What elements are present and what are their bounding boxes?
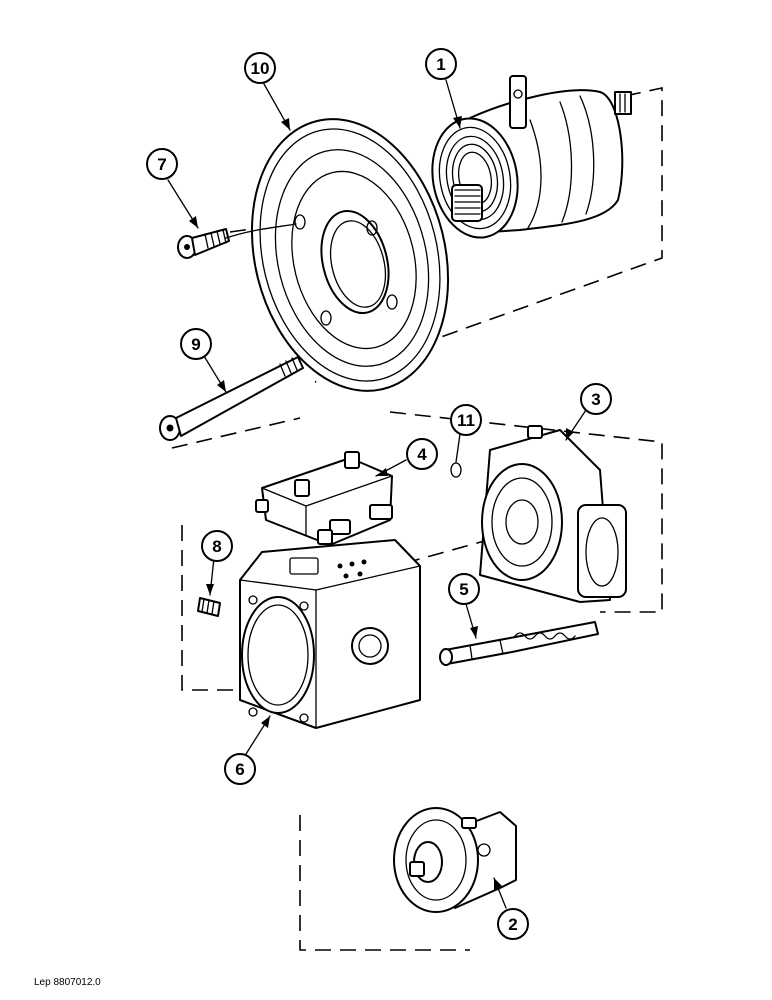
arrow-heads [189, 116, 574, 890]
callout-6: 6 [224, 753, 256, 785]
part-1-motor [431, 75, 632, 239]
part-2-pump [393, 807, 517, 913]
part-11-o-ring [450, 462, 462, 478]
callout-label: 10 [251, 59, 270, 78]
callout-label: 9 [191, 335, 200, 354]
callout-label: 8 [212, 537, 221, 556]
part-7-cap-screw [177, 228, 230, 259]
drawing-reference: Lep 8807012.0 [34, 977, 101, 988]
part-5-spool [439, 621, 599, 666]
part-3-housing [479, 425, 627, 603]
callout-11: 11 [450, 404, 482, 436]
callout-label: 3 [591, 390, 600, 409]
part-9-long-bolt [159, 356, 304, 441]
callout-8: 8 [201, 530, 233, 562]
callout-label: 7 [157, 155, 166, 174]
callout-label: 2 [508, 915, 517, 934]
part-8-set-screw [197, 597, 221, 617]
callout-5: 5 [448, 573, 480, 605]
callout-2: 2 [497, 908, 529, 940]
callout-1: 1 [425, 48, 457, 80]
callout-label: 6 [235, 760, 244, 779]
part-4-valve-block [255, 451, 393, 546]
callout-7: 7 [146, 148, 178, 180]
callout-3: 3 [580, 383, 612, 415]
part-10-pulley [250, 118, 450, 392]
callout-label: 11 [457, 411, 475, 430]
part-6-main-housing [239, 539, 421, 729]
callout-9: 9 [180, 328, 212, 360]
callout-label: 5 [459, 580, 468, 599]
callout-label: 1 [436, 55, 445, 74]
callout-label: 4 [417, 445, 427, 464]
callout-10: 10 [244, 52, 276, 84]
callout-4: 4 [406, 438, 438, 470]
